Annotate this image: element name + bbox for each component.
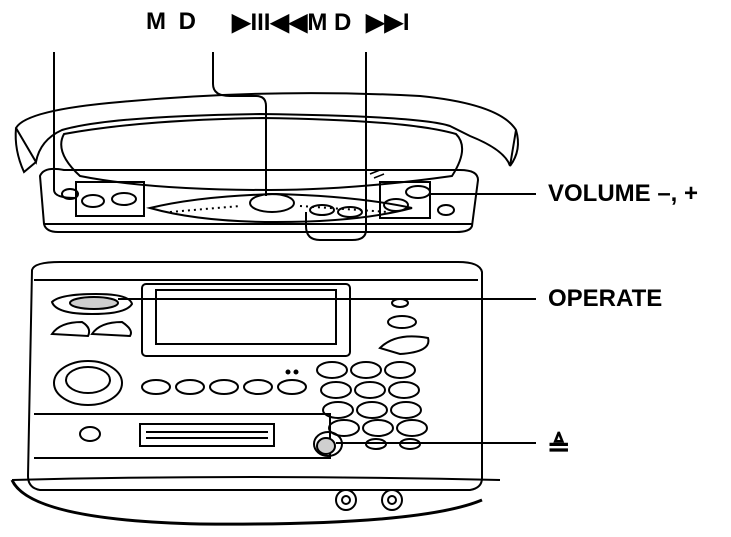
jog-dial-outer xyxy=(53,360,123,406)
keypad-1 xyxy=(316,361,348,379)
indicator-dot-1 xyxy=(285,369,291,375)
lid-shell xyxy=(14,92,518,167)
jack-left-inner xyxy=(341,495,351,505)
jack-right-outer xyxy=(381,489,403,511)
jack-right-inner xyxy=(387,495,397,505)
skip-button-left xyxy=(309,204,335,216)
eject-button xyxy=(316,437,336,455)
function-button-4 xyxy=(243,379,273,395)
volume-minus-button xyxy=(383,198,409,212)
base-line xyxy=(11,476,501,481)
strip-dots-right xyxy=(299,205,389,213)
mode-button-right xyxy=(90,320,132,338)
keypad-6 xyxy=(388,381,420,399)
function-button-3 xyxy=(209,379,239,395)
keypad-12 xyxy=(396,419,428,437)
indicator-dot-2 xyxy=(293,369,299,375)
keypad-7 xyxy=(322,401,354,419)
center-control-strip xyxy=(146,192,413,224)
keypad-11 xyxy=(362,419,394,437)
label-operate: OPERATE xyxy=(548,285,663,312)
sensor-dot xyxy=(391,298,409,308)
label-eject: ≜ xyxy=(547,431,571,462)
function-button-1 xyxy=(141,379,171,395)
top-unit xyxy=(14,92,519,233)
slot-panel xyxy=(34,413,331,459)
keypad-9 xyxy=(390,401,422,419)
leader-play-pause xyxy=(212,52,267,196)
md-button-group-box xyxy=(75,181,145,217)
jack-left-outer xyxy=(335,489,357,511)
md-button-1 xyxy=(81,194,105,208)
display-window-inner xyxy=(155,289,337,345)
right-button-2 xyxy=(378,335,430,356)
operate-button-outer xyxy=(50,292,134,316)
lid-left-handle xyxy=(14,127,37,174)
function-button-2 xyxy=(175,379,205,395)
right-button-1 xyxy=(387,315,417,329)
slot-indicator xyxy=(79,426,101,442)
mode-button-left xyxy=(50,320,91,338)
skip-button-right xyxy=(337,206,363,218)
function-button-5 xyxy=(277,379,307,395)
leader-md xyxy=(53,52,77,199)
strip-dots-left xyxy=(169,205,241,213)
label-md: M D xyxy=(146,8,199,35)
label-play-pause-skip-md: ▶III◀◀M D xyxy=(232,9,352,36)
keypad-4 xyxy=(320,381,352,399)
lid-right-handle xyxy=(509,129,519,167)
base-curve xyxy=(10,479,483,526)
front-body xyxy=(26,261,483,491)
ear-mark xyxy=(369,169,385,179)
keypad-8 xyxy=(356,401,388,419)
keypad-5 xyxy=(354,381,386,399)
volume-plus-button xyxy=(405,185,431,199)
md-slot-outer xyxy=(139,423,275,447)
leader-lines xyxy=(53,52,536,444)
top-panel-body xyxy=(38,167,480,233)
jog-dial-inner xyxy=(65,366,111,394)
keypad-2 xyxy=(350,361,382,379)
side-button-left xyxy=(61,188,79,200)
front-unit xyxy=(10,261,501,526)
leader-skip xyxy=(305,52,367,241)
md-button-2 xyxy=(111,192,137,206)
keypad-3 xyxy=(384,361,416,379)
side-button-right xyxy=(437,204,455,216)
operate-button xyxy=(69,296,119,310)
label-skip-forward: ▶▶I xyxy=(366,9,410,36)
volume-button-box xyxy=(379,181,431,219)
display-window-outer xyxy=(141,283,351,357)
label-volume: VOLUME –, + xyxy=(548,180,699,207)
play-pause-button xyxy=(249,193,295,213)
lid-opening xyxy=(60,116,463,192)
